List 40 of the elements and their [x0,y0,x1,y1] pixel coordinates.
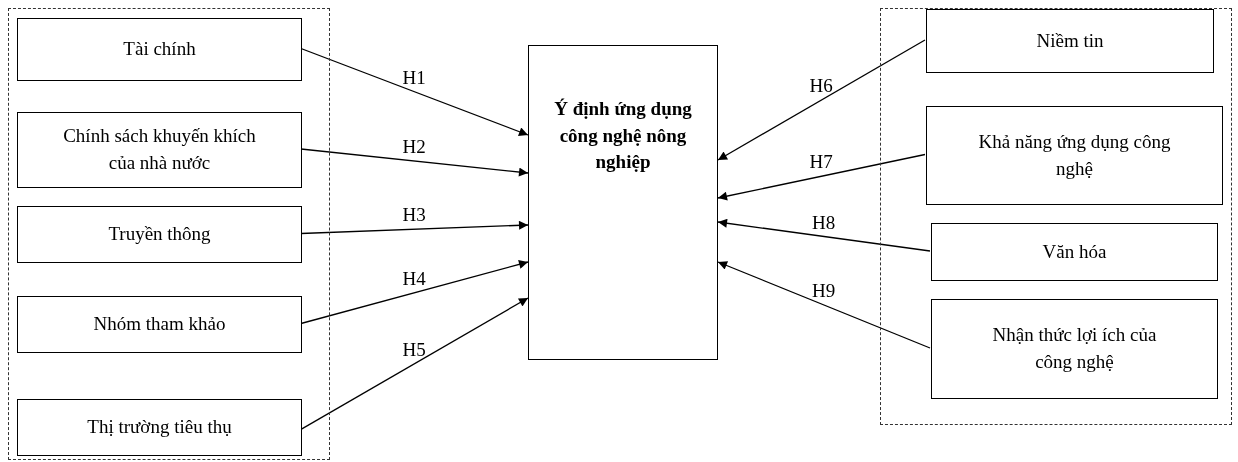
factor-box [17,399,302,456]
factor-box [926,106,1223,205]
factor-box [931,223,1218,281]
factor-box [17,206,302,263]
node-label: Tài chính [123,37,196,62]
arrow [300,220,529,235]
factor-box [17,18,302,81]
dashed-group-box [8,8,330,460]
factor-box [926,9,1214,73]
arrow [300,148,529,177]
edge-label: H5 [401,339,427,359]
node-label: Chính sách khuyến khích của nhà nước [62,124,257,175]
dashed-group-box [880,8,1232,425]
node-label: Niềm tin [1036,28,1104,53]
node-label: Nhóm tham khảo [93,312,226,337]
edge-label: H2 [401,137,427,156]
node-label: Thị trường tiêu thụ [87,415,232,440]
arrow [717,218,931,252]
node-label: Khả năng ứng dụng công nghệ [977,129,1172,181]
arrow [717,39,926,161]
edge-label: H7 [808,152,834,172]
central-construct-box [528,45,718,360]
edge-label: H8 [811,212,837,232]
edge-label: H6 [808,76,834,95]
node-label: Ý định ứng dụng công nghệ nông nghiệp [553,97,693,175]
factor-box [931,299,1218,399]
edge-label: H4 [401,268,427,288]
factor-box [17,296,302,353]
arrow [300,47,529,136]
arrow [717,261,931,349]
node-label: Văn hóa [1042,239,1107,264]
factor-box [17,112,302,188]
arrow [300,297,529,430]
arrow [717,153,926,201]
edge-label: H1 [401,67,427,87]
edge-label: H9 [811,281,837,300]
arrow [300,260,529,325]
edge-label: H3 [401,205,427,225]
node-label: Truyền thông [108,222,211,247]
node-label: Nhận thức lợi ích của công nghệ [991,323,1158,374]
